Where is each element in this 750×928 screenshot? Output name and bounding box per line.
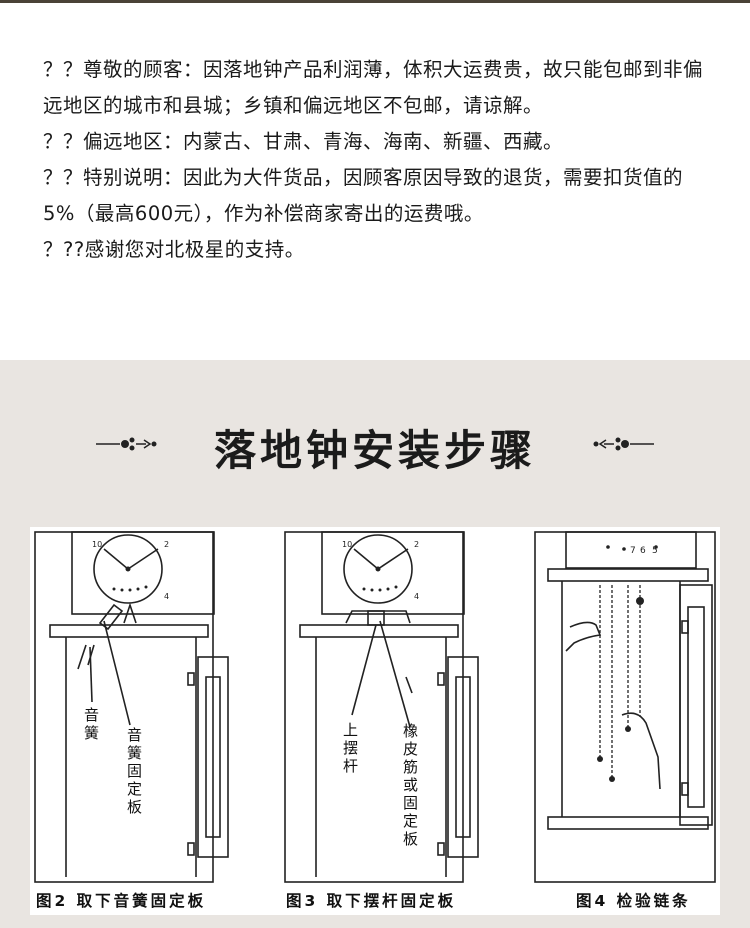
dial-number: 4	[164, 592, 169, 601]
label-gong-plate: 音簧固定板	[125, 727, 143, 817]
installation-guide: 落地钟安装步骤	[0, 360, 750, 928]
shipping-notice: ？？尊敬的顾客：因落地钟产品利润薄，体积大运费贵，故只能包邮到非偏远地区的城市和…	[43, 52, 713, 268]
dial-number: 10	[342, 540, 352, 549]
label-rubber-band-or-plate: 橡皮筋或固定板	[401, 723, 419, 849]
figure-remove-gong-plate: 10 2 4 音簧 音簧固定板 图2 取下音簧固定板	[30, 527, 260, 915]
dial-number: 7	[630, 546, 636, 556]
dial-number: 4	[414, 592, 419, 601]
figure-check-chains: 7 6 5 图4 检验链条	[530, 527, 750, 915]
figure-2-caption: 图2 取下音簧固定板	[36, 892, 207, 910]
clock-case-illustration: 10 2 4	[34, 531, 229, 883]
label-upper-pendulum-rod: 上摆杆	[341, 722, 359, 776]
instruction-illustrations: 10 2 4 音簧 音簧固定板 图2 取下音簧固定板	[30, 527, 720, 915]
figure-3-caption: 图3 取下摆杆固定板	[286, 892, 457, 910]
dial-number: 5	[652, 546, 658, 556]
clock-case-illustration: 10 2 4	[284, 531, 479, 883]
guide-title: 落地钟安装步骤	[213, 426, 536, 475]
dial-number: 2	[164, 540, 169, 549]
dial-number: 6	[640, 546, 646, 556]
clock-chains-illustration: 7 6 5	[534, 531, 716, 883]
notice-line-free-shipping: ？？尊敬的顾客：因落地钟产品利润薄，体积大运费贵，故只能包邮到非偏远地区的城市和…	[43, 58, 704, 117]
ornament-right-icon	[588, 434, 654, 458]
figure-remove-pendulum-plate: 10 2 4 上摆杆 橡皮筋或固定板 图3 取下摆杆固定板	[280, 527, 510, 915]
label-gong: 音簧	[82, 707, 100, 743]
figure-4-caption: 图4 检验链条	[576, 892, 691, 910]
notice-line-return-policy: ？？特别说明：因此为大件货品，因顾客原因导致的退货，需要扣货值的5%（最高600…	[43, 166, 684, 225]
top-divider-bar	[0, 0, 750, 3]
dial-number: 2	[414, 540, 419, 549]
chain-icon	[599, 585, 641, 777]
notice-line-thanks: ？??感谢您对北极星的支持。	[43, 238, 305, 261]
ornament-left-icon	[96, 434, 162, 458]
notice-line-remote-areas: ？？偏远地区：内蒙古、甘肃、青海、海南、新疆、西藏。	[43, 130, 564, 153]
dial-number: 10	[92, 540, 102, 549]
